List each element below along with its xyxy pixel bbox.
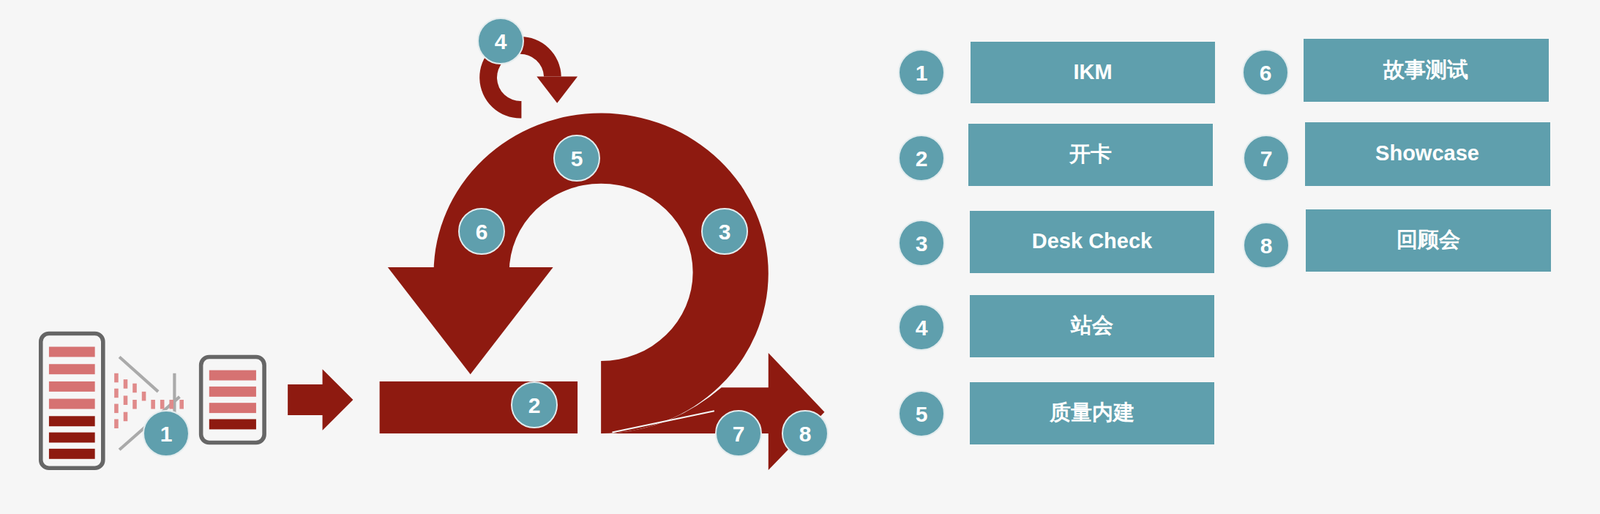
node-text: IKM [1073, 60, 1112, 85]
node-text: 2 [915, 146, 929, 171]
node-text: 4 [494, 29, 508, 54]
node-text: 5 [915, 401, 929, 426]
callout-number: 2 [898, 134, 945, 182]
node-text: 3 [915, 231, 929, 256]
node-text: 6 [1259, 60, 1273, 85]
backlog-items [49, 346, 96, 459]
node-text: 故事测试 [1383, 58, 1469, 82]
node-text: Showcase [1375, 141, 1480, 166]
node-text: 站会 [1070, 313, 1114, 338]
node-text: 7 [1260, 146, 1273, 171]
step-box: 回顾会 [1305, 209, 1551, 272]
callout-number: 8 [781, 409, 829, 457]
node-text: 4 [915, 315, 929, 340]
callout-number: 1 [142, 409, 190, 457]
node-text: 8 [1260, 233, 1273, 258]
step-box: IKM [970, 41, 1216, 104]
callout-number: 4 [898, 303, 945, 351]
node-text: 6 [475, 219, 489, 244]
sprint-bar [379, 381, 578, 434]
callout-number: 4 [477, 17, 525, 65]
loop-divider [611, 410, 714, 432]
step-box: Desk Check [969, 210, 1215, 274]
feed-arrow [287, 368, 353, 431]
node-text: 2 [528, 393, 541, 418]
callout-number: 7 [715, 409, 762, 457]
loop-arrowhead [387, 267, 554, 375]
node-text: 3 [718, 219, 732, 244]
callout-number: 8 [1242, 221, 1290, 269]
node-text: 1 [160, 421, 173, 446]
step-box: 开卡 [968, 123, 1213, 186]
sprint-backlog-frame [201, 357, 265, 443]
daily-arrowhead [536, 76, 578, 103]
callout-number: 7 [1242, 134, 1290, 182]
step-box: 故事测试 [1303, 38, 1549, 102]
callout-number: 2 [510, 381, 558, 429]
callout-number: 3 [701, 207, 749, 255]
backlog-frame [40, 333, 104, 468]
callout-number: 6 [458, 207, 506, 255]
step-box: 质量内建 [969, 382, 1215, 445]
step-box: 站会 [969, 294, 1215, 358]
node-text: 回顾会 [1396, 228, 1461, 252]
node-text: 5 [570, 146, 584, 171]
node-text: 8 [799, 421, 812, 446]
callout-number: 6 [1242, 49, 1289, 96]
node-text: 质量内建 [1049, 401, 1135, 425]
step-box: Showcase [1305, 122, 1551, 186]
callout-number: 1 [898, 49, 945, 96]
callout-number: 5 [553, 134, 601, 182]
node-text: 7 [732, 421, 746, 446]
callout-number: 5 [898, 390, 945, 437]
node-text: 1 [915, 60, 929, 85]
callout-number: 3 [898, 219, 945, 267]
node-text: Desk Check [1032, 229, 1153, 254]
node-text: 开卡 [1069, 142, 1112, 167]
sprint-backlog-items [209, 370, 257, 430]
